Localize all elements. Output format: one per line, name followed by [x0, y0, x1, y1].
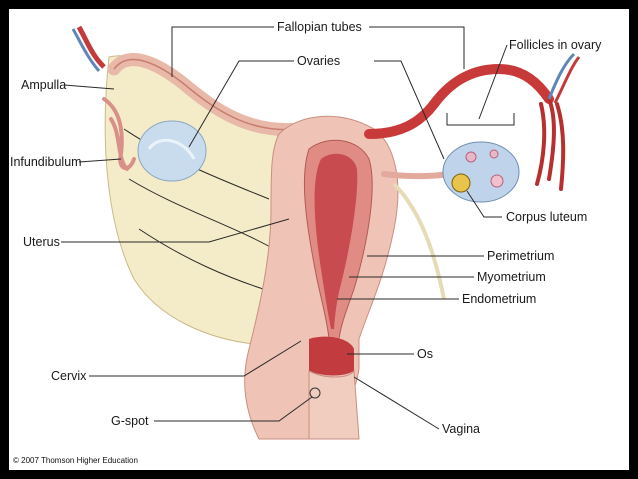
label-follicles-in-ovary: Follicles in ovary: [509, 38, 602, 52]
label-perimetrium: Perimetrium: [487, 249, 554, 263]
label-infundibulum: Infundibulum: [10, 155, 82, 169]
ovarian-ligament: [381, 171, 452, 180]
cervix-os: [309, 336, 354, 376]
fold-line: [138, 228, 280, 295]
label-cervix: Cervix: [51, 369, 87, 383]
corpus-luteum: [451, 173, 471, 193]
leader-uterus: [61, 218, 290, 243]
endometrium: [314, 153, 358, 329]
g-spot-marker: [309, 387, 321, 399]
right-fimbriae: [535, 97, 566, 191]
anatomy-illustration: Fallopian tubes Follicles in ovary Ovari…: [10, 20, 602, 465]
label-myometrium: Myometrium: [477, 270, 546, 284]
leader-fallopian: [171, 26, 465, 77]
leader-ampulla: [63, 84, 115, 90]
leader-cervix: [89, 340, 302, 377]
leader-infundibulum: [78, 158, 122, 163]
right-fallopian-tube: [364, 63, 554, 139]
leader-vagina: [353, 376, 440, 430]
left-ovary: [137, 120, 207, 182]
right-ovary: [442, 141, 520, 203]
leader-corpus: [466, 190, 502, 218]
follicle: [490, 174, 504, 188]
vagina-wall: [308, 369, 360, 440]
leader-follicles: [446, 44, 515, 126]
diagram-frame: Fallopian tubes Follicles in ovary Ovari…: [9, 9, 629, 470]
label-endometrium: Endometrium: [462, 292, 536, 306]
right-vessels: [547, 52, 576, 100]
round-ligament: [392, 182, 446, 300]
fold-line: [128, 178, 275, 250]
label-uterus: Uterus: [23, 235, 60, 249]
left-fimbriae: [102, 97, 136, 171]
leader-gspot: [154, 396, 313, 422]
follicle: [465, 151, 477, 163]
left-vessels: [76, 25, 106, 69]
label-ovaries: Ovaries: [297, 54, 340, 68]
leader-ovaries: [188, 60, 445, 160]
follicle: [489, 149, 499, 159]
label-g-spot: G-spot: [111, 414, 149, 428]
copyright-notice: © 2007 Thomson Higher Education: [13, 456, 138, 465]
label-os: Os: [417, 347, 433, 361]
label-ampulla: Ampulla: [21, 78, 66, 92]
label-corpus-luteum: Corpus luteum: [506, 210, 587, 224]
label-vagina: Vagina: [442, 422, 480, 436]
label-fallopian-tubes: Fallopian tubes: [277, 20, 362, 34]
